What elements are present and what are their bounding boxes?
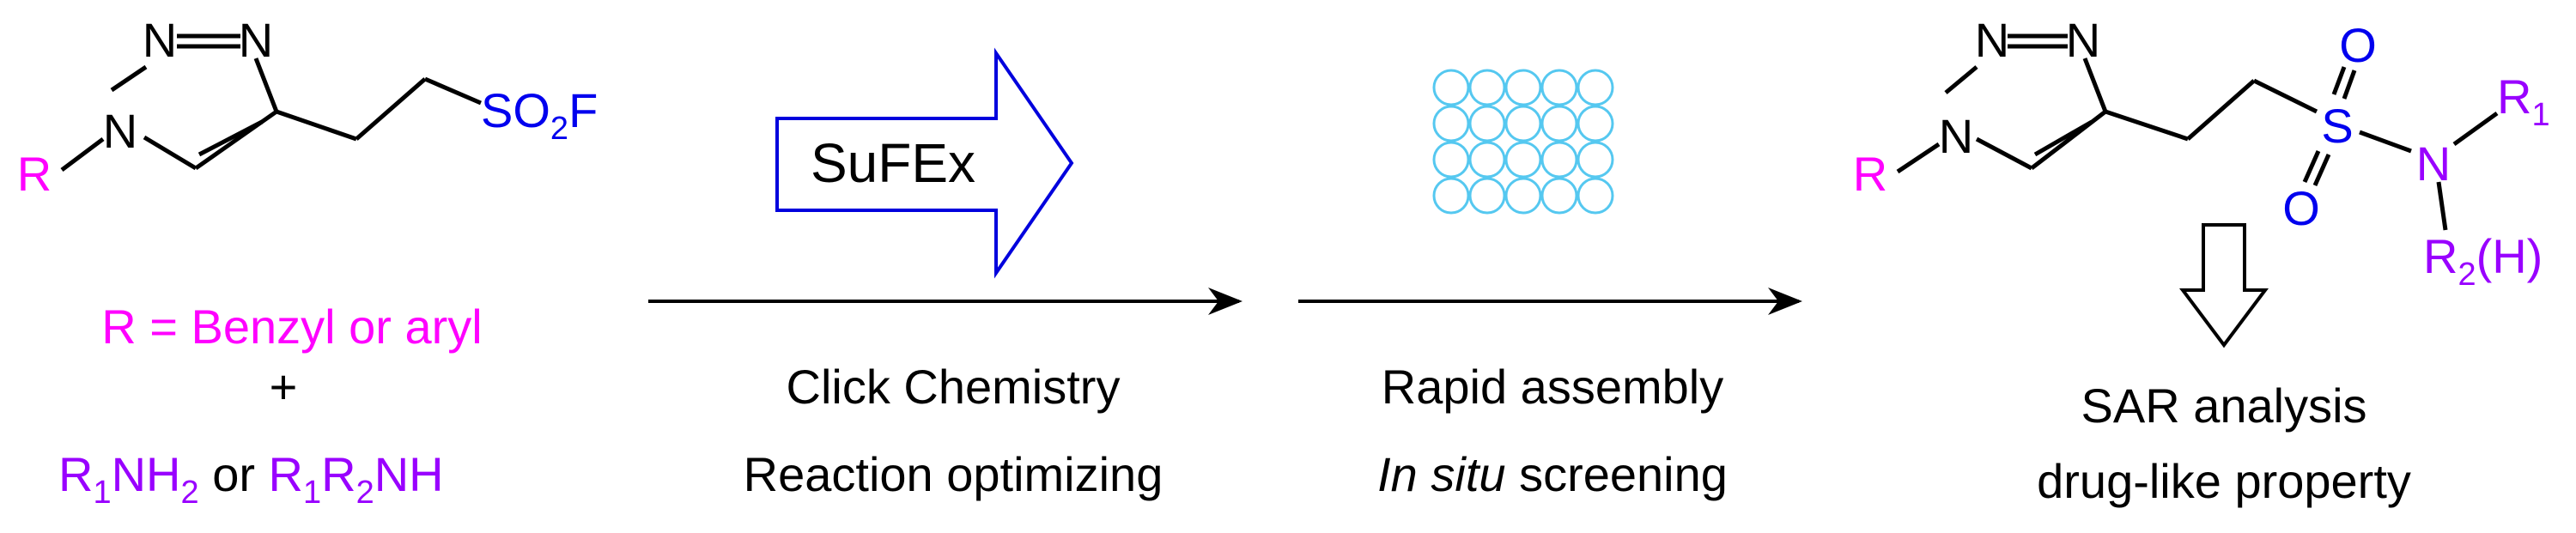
bond [197,119,264,157]
bond [276,109,357,142]
amine-options: R1NH2 or R1R2NH [58,447,444,511]
r-group: R [17,147,52,201]
bond [355,77,427,141]
well-circle [1540,141,1578,179]
bond [1944,65,1978,94]
bond [2436,181,2448,231]
atom-n: N [103,104,137,158]
outcome-line2: drug-like property [2037,454,2411,508]
well-circle [1577,177,1614,215]
bond [2105,109,2189,142]
reactant-triazole-sulfonyl-fluoride: N N N R SO2F [17,13,598,201]
well-circle [1468,177,1506,215]
bond [424,76,482,106]
atom-o-bottom: O [2282,181,2320,235]
well-circle [1540,69,1578,106]
bond [1975,136,2033,171]
r-definition: R = Benzyl or aryl [101,300,483,354]
bond [194,109,278,171]
bond [2452,111,2499,147]
atom-n: N [1975,13,2009,67]
sufex-block-arrow [775,47,1074,279]
r1-group: R1 [2497,70,2550,133]
step1-line2: Reaction optimizing [744,447,1163,501]
outcome-block-arrow [2179,223,2269,348]
well-circle [1504,105,1542,142]
well-circle [1432,105,1470,142]
well-circle [1504,141,1542,179]
bond [2030,110,2107,170]
plus-sign: + [270,360,298,414]
atom-n-amide: N [2416,136,2451,191]
bond [143,135,197,171]
r-group: R [1853,147,1887,201]
well-circle [1577,141,1614,179]
step2-line1: Rapid assembly [1382,360,1723,414]
bond [2252,78,2318,114]
sufex-label: SuFEx [811,132,975,194]
bond [2331,66,2347,95]
atom-n: N [239,13,273,67]
well-circle [1504,177,1542,215]
well-circle [1577,69,1614,106]
well-circle [1540,177,1578,215]
bond [1896,142,1941,174]
step2-line2: In situ screening [1377,447,1728,501]
well-circle [1432,141,1470,179]
well-circle [1504,69,1542,106]
bond [2342,70,2357,100]
well-circle [1577,105,1614,142]
atom-n: N [143,13,177,67]
well-plate-grid [1432,69,1614,215]
bond [2186,79,2256,141]
atom-s: S [2321,99,2353,153]
bond [2359,130,2412,154]
outcome-line1: SAR analysis [2081,379,2366,433]
sulfonyl-fluoride-group: SO2F [481,83,598,147]
bond [2033,119,2093,157]
bond [110,64,148,93]
atom-n: N [2066,13,2100,67]
bond [2082,58,2108,112]
atom-n: N [1939,109,1973,163]
product-sulfonamide: N N N R S O O N R1 R2(H) [1853,13,2550,293]
well-circle [1468,141,1506,179]
well-circle [1432,69,1470,106]
bond [253,58,279,112]
bond [2302,149,2321,184]
well-circle [1468,105,1506,142]
atom-o-top: O [2339,18,2377,72]
well-circle [1432,177,1470,215]
bond [2312,153,2331,187]
bond [60,137,105,172]
r2-group: R2(H) [2423,229,2543,293]
step1-line1: Click Chemistry [787,360,1121,414]
well-circle [1540,105,1578,142]
well-circle [1468,69,1506,106]
